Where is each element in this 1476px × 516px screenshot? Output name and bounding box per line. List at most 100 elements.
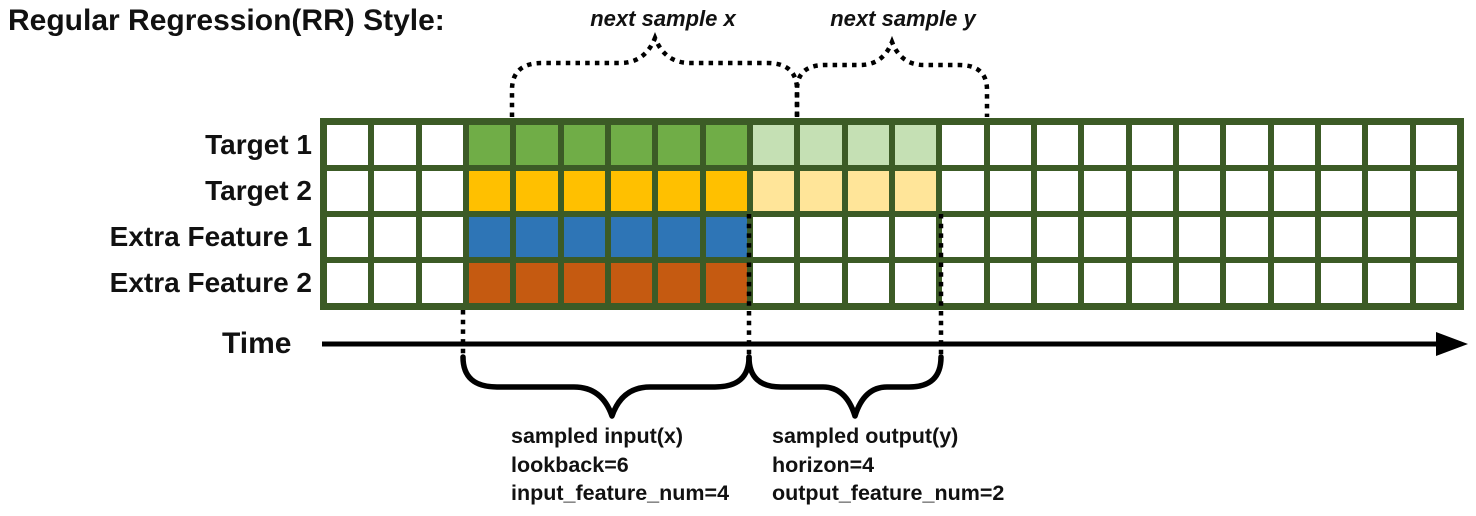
grid-cell [1226,171,1268,211]
grid-cell [1131,263,1173,303]
grid-cell [1415,263,1457,303]
lookback-line: lookback=6 [511,452,629,477]
grid-cell [1036,125,1079,165]
grid-cell [516,171,558,211]
grid-cell [516,263,558,303]
grid-cell [800,125,842,165]
grid-cell [327,263,369,303]
row-label-target-1: Target 1 [205,129,312,160]
grid-cell [894,217,937,257]
grid-cell [327,171,369,211]
row-label-extra-feature-1: Extra Feature 1 [109,221,312,252]
grid-cell [374,125,416,165]
grid-cell [658,171,700,211]
grid-cell [989,125,1031,165]
grid-cell [847,125,889,165]
grid-cell [705,125,747,165]
next-sample-y-label: next sample y [830,6,976,31]
grid-cell [1320,217,1363,257]
grid-cell [800,217,842,257]
sample-grid [320,118,1464,310]
grid-cell [658,217,700,257]
grid-cell [610,217,653,257]
grid-cell [800,171,842,211]
grid-cell [1368,171,1410,211]
grid-cell [1131,217,1173,257]
grid-cell [516,125,558,165]
grid-cell [421,125,463,165]
sampled-output-brace [746,354,944,419]
grid-cell [563,171,605,211]
grid-cell [1320,263,1363,303]
input-feature-num-line: input_feature_num=4 [511,481,730,505]
grid-cell [847,217,889,257]
grid-cell [1273,263,1315,303]
grid-cell [847,263,889,303]
grid-cell [1131,171,1173,211]
grid-cell [658,125,700,165]
grid-cell [1273,125,1315,165]
grid-cell [705,217,747,257]
grid-cell [658,263,700,303]
grid-cell [1036,263,1079,303]
sampled-input-annotation: sampled input(x) lookback=6 input_featur… [511,422,729,508]
next-sample-y-brace [794,35,990,117]
sampled-output-line: sampled output(y) [772,424,959,448]
grid-cell [610,171,653,211]
horizon-line: horizon=4 [772,452,875,477]
grid-cell [1320,171,1363,211]
grid-cell [752,125,795,165]
grid-cell [1036,171,1079,211]
grid-cell [1368,217,1410,257]
grid-cell [1226,263,1268,303]
grid-cell [1273,217,1315,257]
grid-cell [705,171,747,211]
grid-cell [1415,125,1457,165]
grid-cell [942,263,984,303]
grid-cell [327,125,369,165]
grid-cell [1084,217,1126,257]
grid-cell [894,171,937,211]
grid-cell [942,217,984,257]
grid-cell [1178,125,1221,165]
grid-cell [894,263,937,303]
grid-cell [1131,125,1173,165]
grid-cell [989,263,1031,303]
sampled-output-annotation: sampled output(y) horizon=4 output_featu… [772,422,1004,508]
grid-cell [1368,263,1410,303]
time-arrow-head [1436,332,1468,356]
grid-cell [1320,125,1363,165]
output-feature-num-line: output_feature_num=2 [772,481,1005,505]
grid-cell [468,171,511,211]
grid-cell [610,263,653,303]
grid-cell [942,171,984,211]
grid-cell [1178,217,1221,257]
grid-cell [327,217,369,257]
grid-cell [516,217,558,257]
grid-cell [468,125,511,165]
grid-cell [563,217,605,257]
row-label-target-2: Target 2 [205,175,312,206]
grid-cell [1415,171,1457,211]
grid-cell [468,217,511,257]
grid-cell [1226,125,1268,165]
grid-cell [563,125,605,165]
grid-cell [1273,171,1315,211]
grid-cell [989,171,1031,211]
grid-cell [1084,171,1126,211]
grid-cell [374,171,416,211]
grid-cell [421,217,463,257]
grid-cell [1178,263,1221,303]
grid-cell [1036,217,1079,257]
grid-cell [752,217,795,257]
grid-cell [468,263,511,303]
grid-cell [421,171,463,211]
grid-cell [374,217,416,257]
grid-cell [1178,171,1221,211]
time-axis-label: Time [222,327,292,360]
grid-cell [942,125,984,165]
grid-cell [1084,263,1126,303]
next-sample-x-label: next sample x [590,6,736,31]
grid-cell [421,263,463,303]
